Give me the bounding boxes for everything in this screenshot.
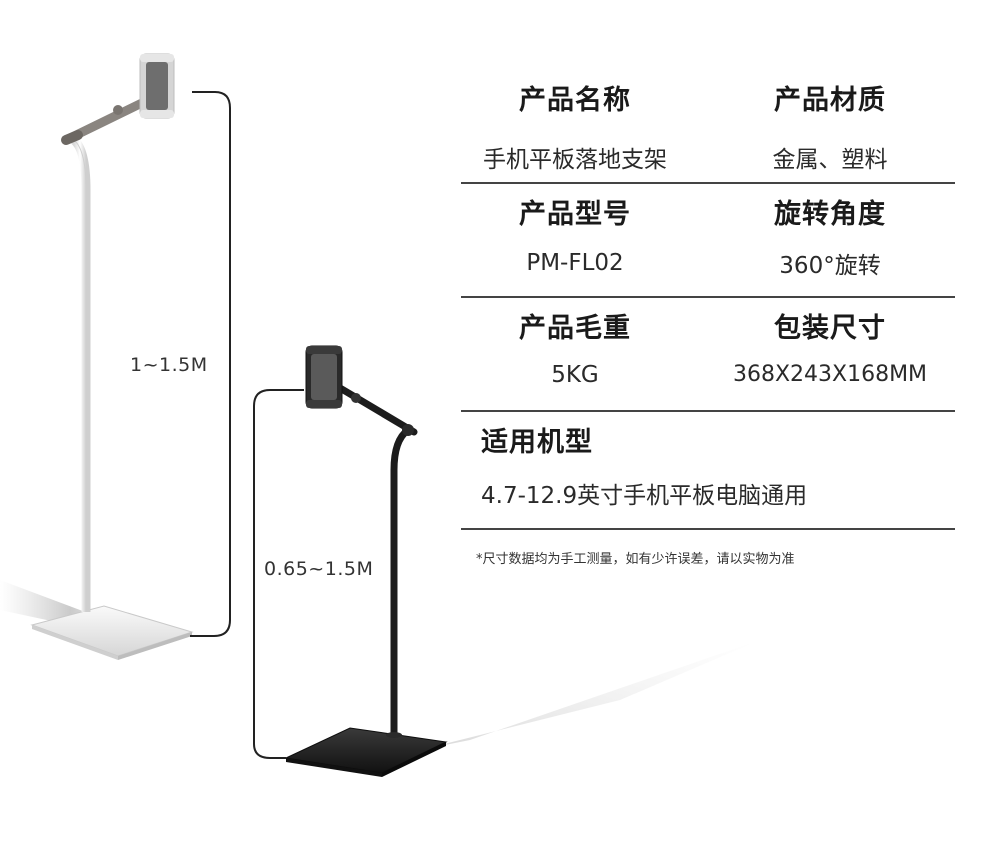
spec-value: 手机平板落地支架 — [483, 147, 667, 173]
spec-value: PM-FL02 — [526, 250, 624, 276]
spec-label: 产品名称 — [519, 85, 631, 116]
white-stand-height-label: 1~1.5M — [130, 354, 208, 376]
spec-label: 旋转角度 — [774, 199, 886, 230]
black-stand-illustration — [284, 345, 448, 777]
spec-value: 金属、塑料 — [772, 147, 888, 173]
white-stand-illustration — [30, 53, 194, 660]
spec-row: 产品毛重 5KG 包装尺寸 368X243X168MM — [455, 298, 955, 412]
floor-shadows — [0, 580, 760, 750]
spec-row: 适用机型 4.7-12.9英寸手机平板电脑通用 — [455, 412, 955, 530]
measurement-note: *尺寸数据均为手工测量，如有少许误差，请以实物为准 — [476, 552, 795, 567]
spec-label: 产品毛重 — [519, 313, 631, 344]
black-stand-height-bracket — [253, 389, 304, 759]
spec-value: 368X243X168MM — [732, 362, 928, 387]
spec-label: 产品材质 — [774, 85, 886, 116]
spec-label: 产品型号 — [519, 199, 631, 230]
row-divider — [461, 182, 955, 184]
spec-row: 产品名称 手机平板落地支架 产品材质 金属、塑料 — [455, 70, 955, 184]
spec-label: 适用机型 — [481, 427, 593, 458]
row-divider — [461, 528, 955, 530]
spec-row: 产品型号 PM-FL02 旋转角度 360°旋转 — [455, 184, 955, 298]
spec-value: 4.7-12.9英寸手机平板电脑通用 — [481, 483, 808, 509]
row-divider — [461, 296, 955, 298]
spec-value: 360°旋转 — [779, 253, 881, 279]
row-divider — [461, 410, 955, 412]
black-stand-height-label: 0.65~1.5M — [264, 558, 374, 580]
white-stand-height-bracket — [190, 91, 231, 637]
spec-value: 5KG — [551, 362, 599, 388]
spec-label: 包装尺寸 — [774, 313, 886, 344]
spec-table: 产品名称 手机平板落地支架 产品材质 金属、塑料 产品型号 PM-FL02 旋转… — [455, 70, 955, 530]
